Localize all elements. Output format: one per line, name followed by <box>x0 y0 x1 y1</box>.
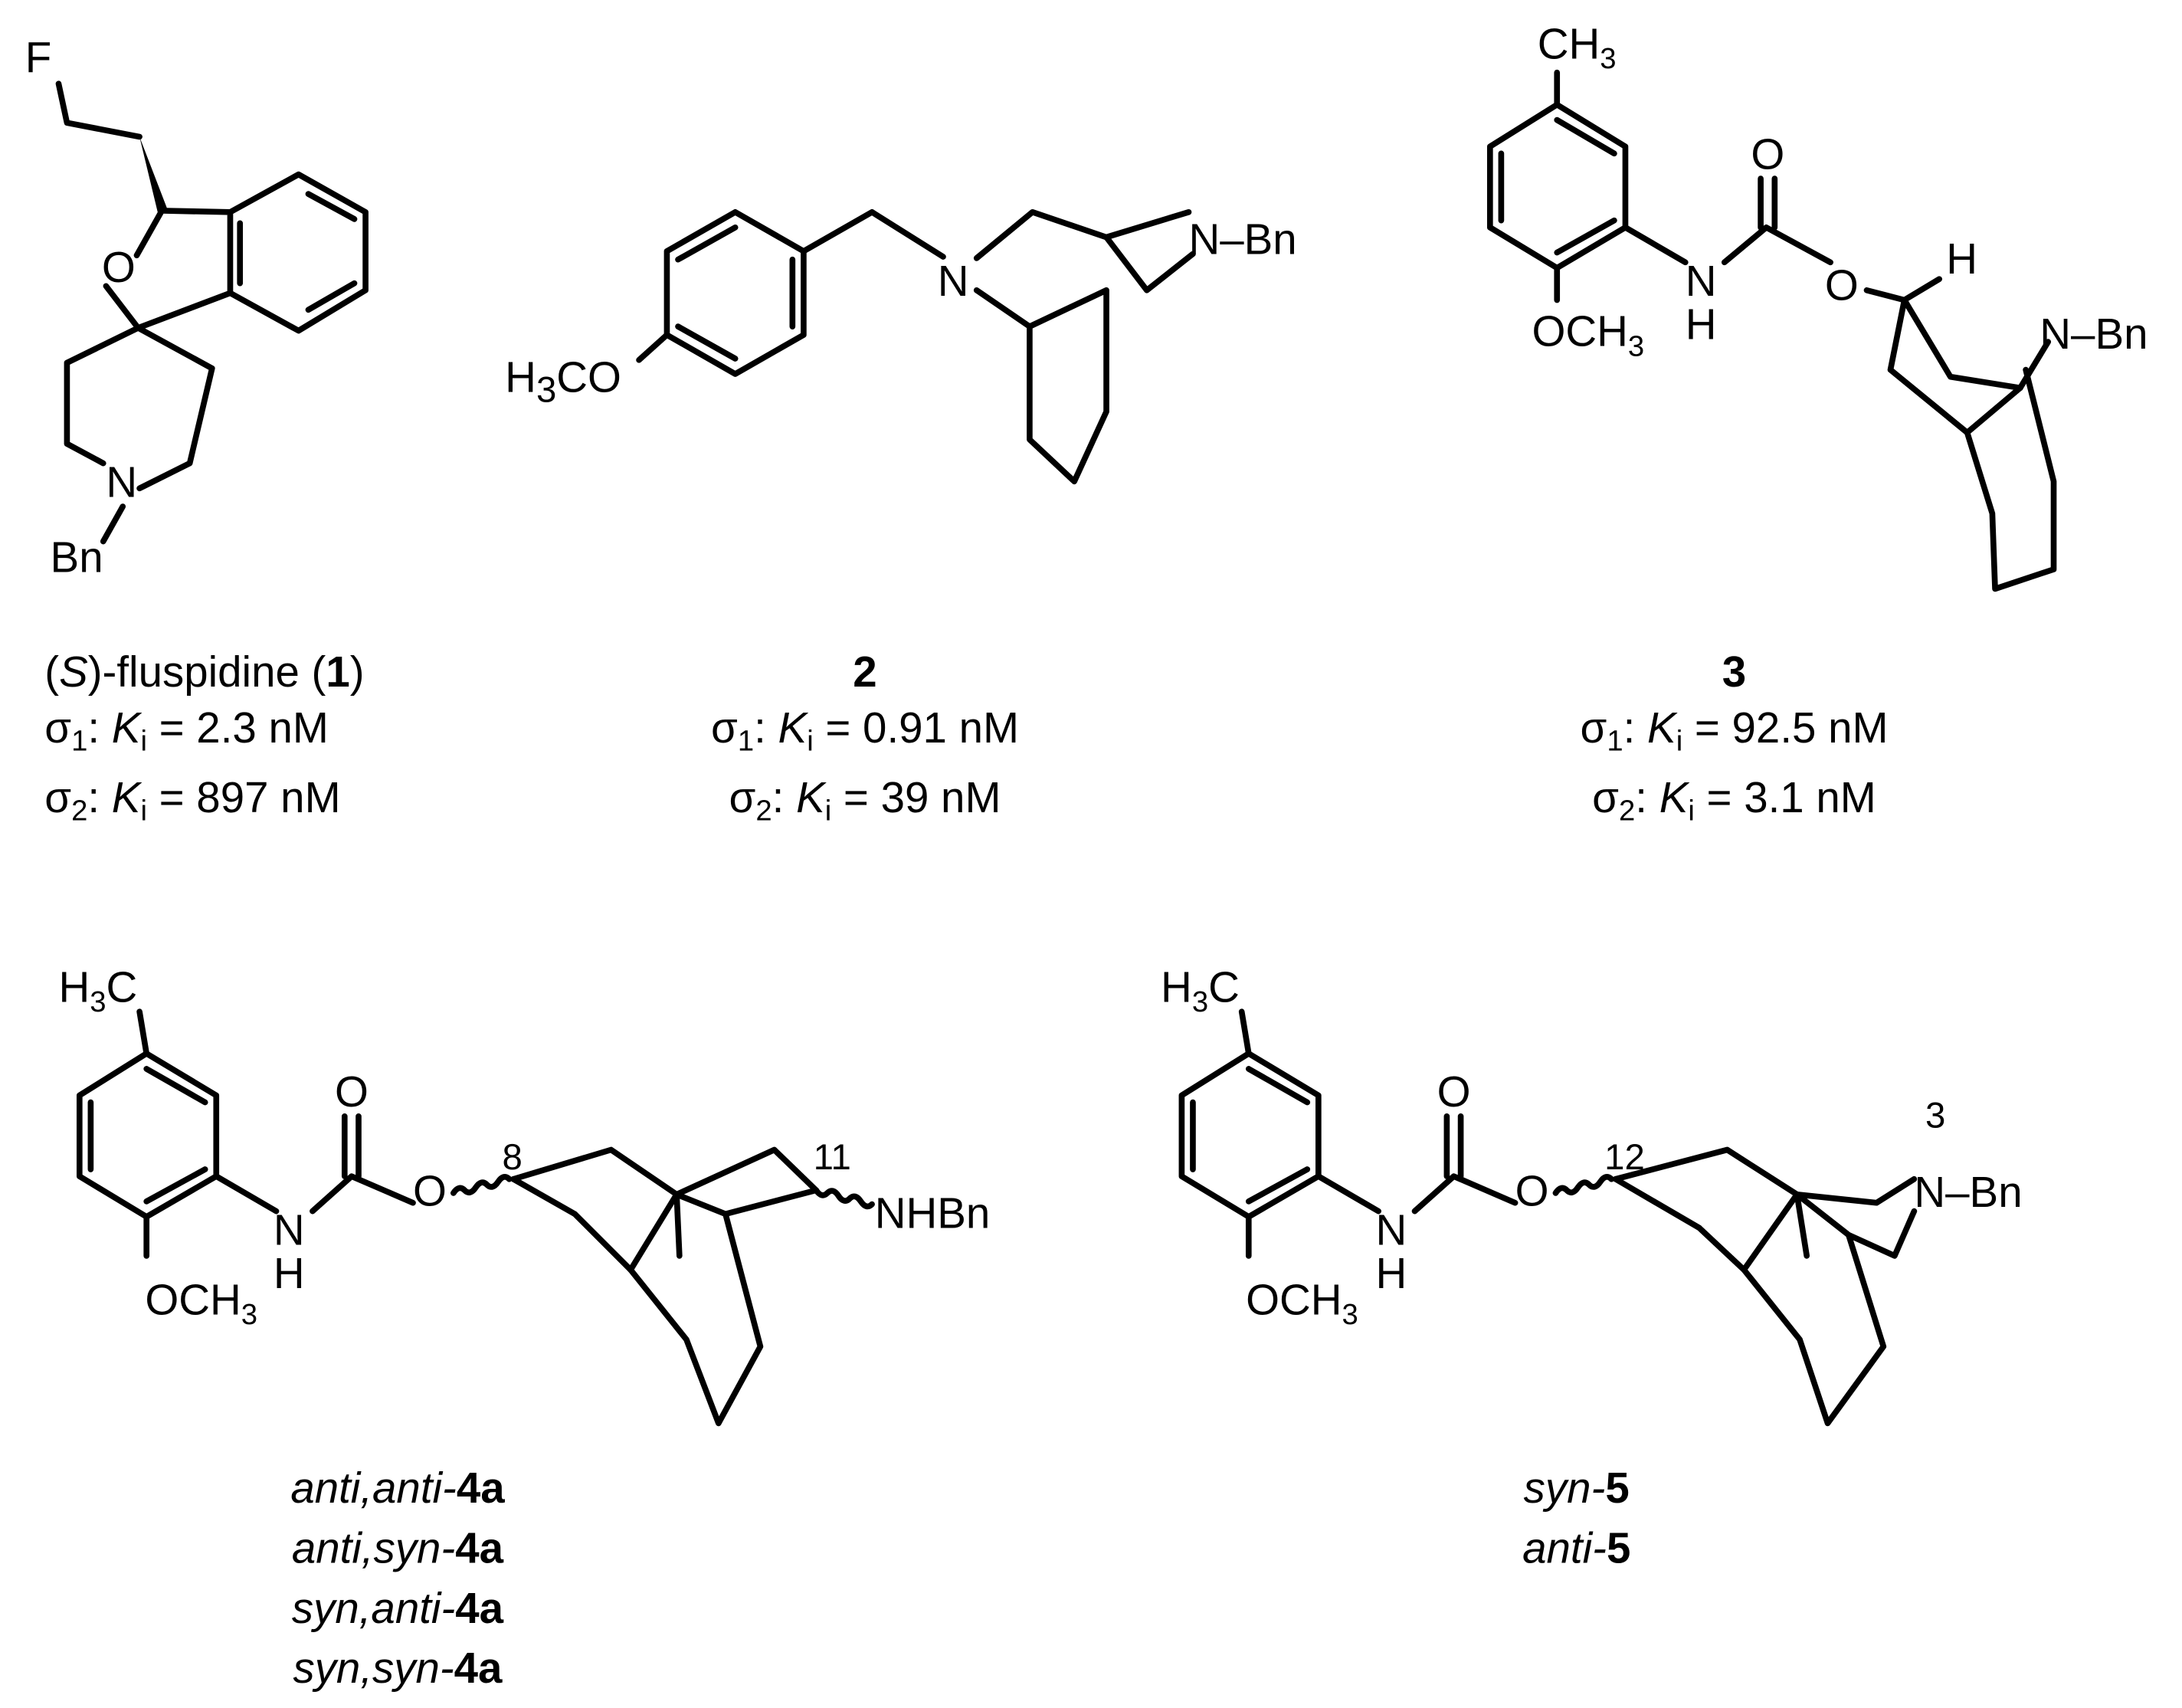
atom-nitrogen-carbamate-4a: N <box>274 1205 305 1254</box>
isomer-4a-1: anti,anti-4a <box>290 1464 505 1513</box>
caption-compound-1: (S)-fluspidine (1) σ1: Ki = 2.3 nM σ2: K… <box>44 644 364 840</box>
atom-oxygen-carbonyl-4a: O <box>335 1067 369 1116</box>
structure-fluspidine: F O N Bn <box>25 34 369 582</box>
atom-oxygen-ester-5: O <box>1515 1166 1549 1215</box>
atom-hydrogen-3: H <box>1946 234 1977 283</box>
atom-methoxy-4a: OCH3 <box>145 1275 257 1331</box>
isomer-4a-3: syn,anti-4a <box>291 1583 504 1633</box>
atom-methoxy-2: H3CO <box>505 353 621 411</box>
atom-methoxy-5: OCH3 <box>1246 1275 1358 1331</box>
name-compound-2: 2 <box>853 647 877 697</box>
structure-compound-4a: H3C OCH3 N H O O 8 11 NHBn <box>58 962 991 1427</box>
ki-sigma1-compound-1: σ1: Ki = 2.3 nM <box>44 703 329 758</box>
locant-8: 8 <box>503 1137 523 1178</box>
caption-compound-4a: anti,anti-4a anti,syn-4a syn,anti-4a syn… <box>290 1458 504 1698</box>
isomer-4a-4: syn,syn-4a <box>293 1644 503 1693</box>
ki-sigma2-compound-3: σ2: Ki = 3.1 nM <box>1592 772 1876 828</box>
atom-nhbn-4a: NHBn <box>875 1188 991 1237</box>
isomer-4a-2: anti,syn-4a <box>291 1523 504 1573</box>
ki-sigma1-compound-3: σ1: Ki = 92.5 nM <box>1580 703 1889 758</box>
atom-methoxy-3: OCH3 <box>1532 307 1644 363</box>
ki-sigma2-compound-2: σ2: Ki = 39 nM <box>729 772 1001 828</box>
name-compound-1: (S)-fluspidine (1) <box>44 647 365 697</box>
atom-nitrogen-2b: N–Bn <box>1188 215 1296 263</box>
atom-benzyl-1: Bn <box>51 533 103 582</box>
caption-compound-2: 2 σ1: Ki = 0.91 nM σ2: Ki = 39 nM <box>711 644 1019 840</box>
ki-sigma2-compound-1: σ2: Ki = 897 nM <box>44 772 341 828</box>
caption-compound-3: 3 σ1: Ki = 92.5 nM σ2: Ki = 3.1 nM <box>1580 644 1888 840</box>
ki-sigma1-compound-2: σ1: Ki = 0.91 nM <box>711 703 1020 758</box>
atom-nitrogen-2a: N <box>938 257 969 305</box>
atom-nitrogen-carbamate-3: N <box>1686 257 1717 305</box>
locant-3: 3 <box>1925 1095 1945 1136</box>
atom-methyl-5: H3C <box>1161 962 1240 1018</box>
atom-nitrogen-5: N–Bn <box>1914 1168 2022 1216</box>
name-compound-3: 3 <box>1722 647 1747 697</box>
atom-oxygen-ester-4a: O <box>413 1166 447 1215</box>
locant-11: 11 <box>814 1137 851 1178</box>
caption-compound-5: syn-5 anti-5 <box>1522 1458 1630 1579</box>
structure-compound-2: H3CO N N–Bn <box>505 208 1297 485</box>
atom-methyl-4a: H3C <box>58 962 137 1018</box>
atom-nitrogen-piperidine: N <box>106 457 137 506</box>
structure-compound-5: H3C OCH3 N H O O 12 3 N–Bn <box>1161 962 2023 1427</box>
structure-compound-3: CH3 OCH3 N H O O H N–Bn <box>1487 19 2148 592</box>
atom-methyl-3: CH3 <box>1538 19 1617 75</box>
atom-oxygen-carbonyl-5: O <box>1437 1067 1471 1116</box>
atom-oxygen-carbonyl-3: O <box>1751 129 1784 178</box>
isomer-5-2: anti-5 <box>1522 1523 1631 1573</box>
atom-oxygen-ester-3: O <box>1825 261 1859 310</box>
atom-hydrogen-nh-5: H <box>1376 1249 1407 1297</box>
atom-oxygen-ring: O <box>102 243 136 291</box>
atom-nitrogen-carbamate-5: N <box>1376 1205 1407 1254</box>
atom-nitrogen-3: N–Bn <box>2039 310 2148 358</box>
atom-hydrogen-nh-3: H <box>1686 300 1717 349</box>
atom-hydrogen-nh-4a: H <box>274 1249 305 1297</box>
atom-fluorine: F <box>25 34 51 82</box>
isomer-5-1: syn-5 <box>1523 1464 1630 1513</box>
